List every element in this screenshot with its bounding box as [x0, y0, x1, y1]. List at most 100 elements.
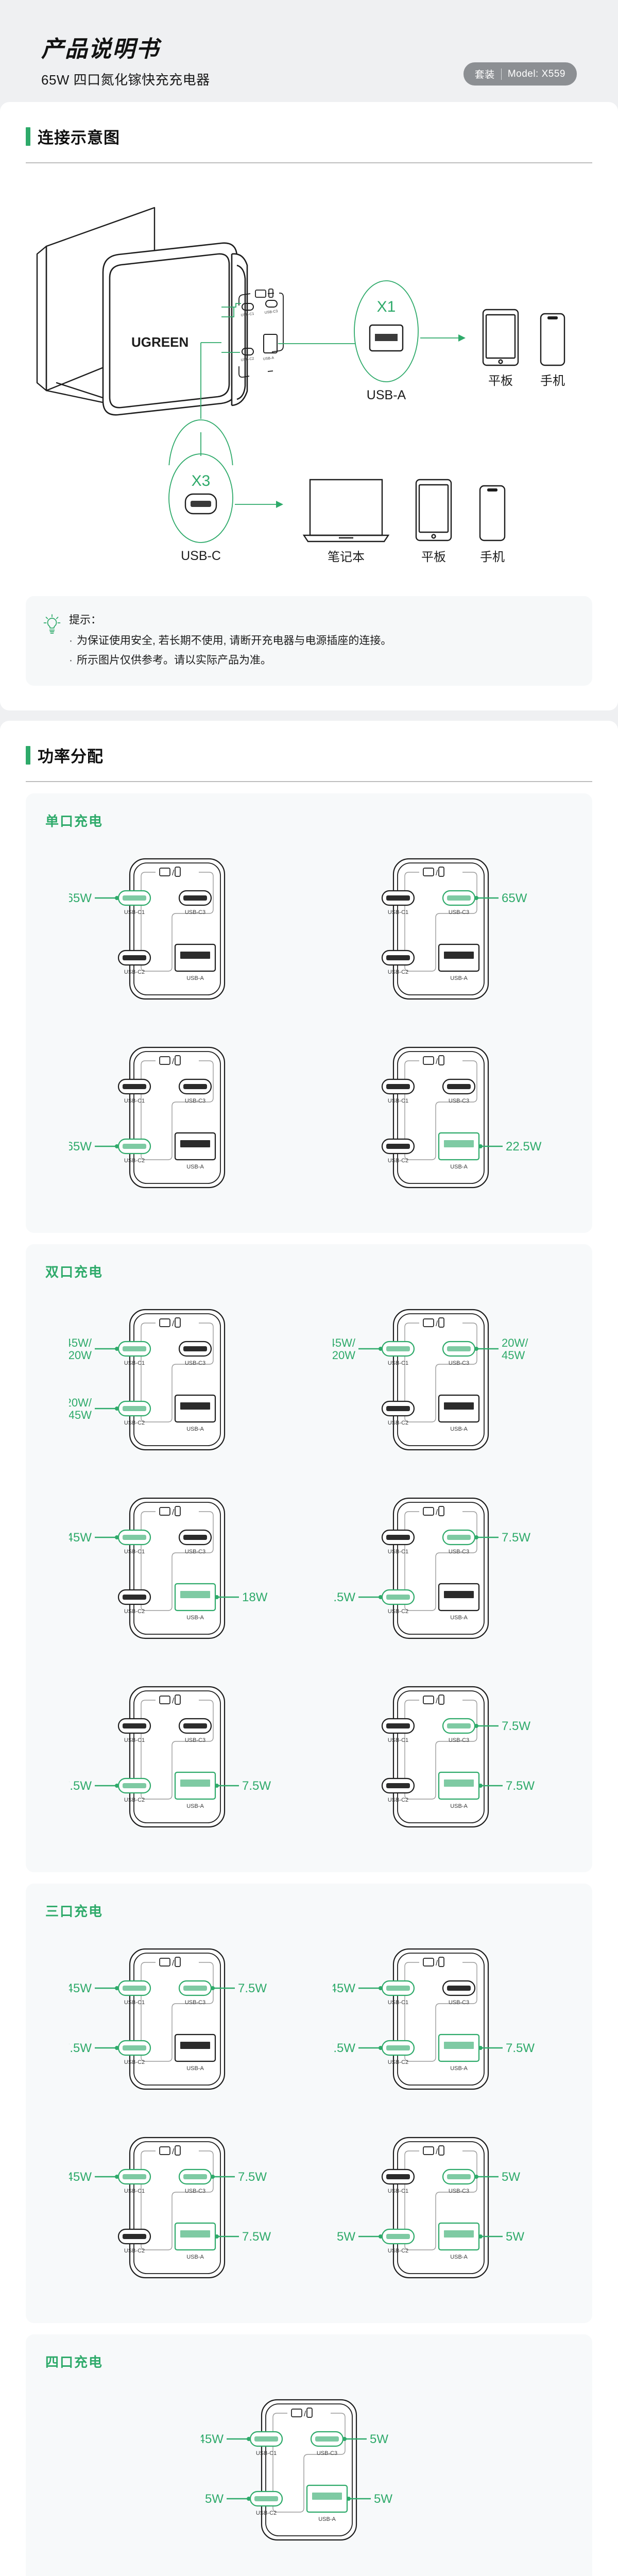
tip-item-text: 为保证使用安全, 若长期不使用, 请断开充电器与电源插座的连接。: [77, 635, 392, 647]
port-label: USB-C3: [185, 2188, 205, 2194]
power-section-header: 功率分配: [26, 743, 592, 767]
port-label: USB-C1: [388, 1999, 408, 2006]
power-group-title: 双口充电: [45, 1264, 104, 1280]
tablet-icon-2: [415, 479, 452, 541]
port-label: USB-A: [450, 1615, 468, 1621]
power-value: 22.5W: [506, 1140, 542, 1154]
power-value: 45W: [69, 1531, 92, 1545]
device-label-tablet-c: 平板: [421, 550, 446, 564]
port-label: USB-C1: [124, 1999, 145, 2006]
port-label: USB-C1: [124, 2188, 145, 2194]
power-value: 20W: [69, 1349, 92, 1362]
power-group-title: 四口充电: [45, 2354, 104, 2370]
power-value: 65W: [502, 891, 527, 905]
port-label: USB-C3: [185, 1360, 205, 1366]
power-value: 45W: [502, 1349, 525, 1362]
connection-section-title: 连接示意图: [38, 129, 120, 147]
page-header: 产品说明书 65W 四口氮化镓快充充电器 套装 Model: X559: [0, 0, 618, 102]
power-value: 7.5W: [502, 1531, 530, 1545]
port-label: USB-C3: [185, 1737, 205, 1743]
svg-text:/: /: [172, 1057, 175, 1066]
model-badge: 套装 Model: X559: [463, 62, 577, 86]
port-label: USB-C3: [449, 2188, 469, 2194]
port-label: USB-A: [186, 1615, 204, 1621]
port-label: USB-C2: [124, 969, 145, 975]
port-label: USB-C2: [388, 969, 408, 975]
usb-a-plug-icon: [369, 324, 404, 352]
port-label: USB-C2: [388, 1420, 408, 1426]
product-subtitle: 65W 四口氮化镓快充充电器: [41, 72, 210, 88]
port-label-usb-c2: USB-C2: [241, 357, 254, 362]
power-value: 5W: [374, 2492, 392, 2506]
port-label: USB-C1: [124, 1549, 145, 1555]
port-label: USB-C1: [388, 1549, 408, 1555]
port-label: USB-A: [450, 1426, 468, 1432]
port-label: USB-C3: [449, 1360, 469, 1366]
port-label: USB-C3: [185, 1999, 205, 2006]
usb-c-illustration: X3 USB-C 笔记本: [168, 432, 506, 564]
power-group: 双口充电/USB-C145W/20WUSB-C3USB-C220W/45WUSB…: [26, 1244, 592, 1873]
power-value: 5W: [502, 2170, 520, 2184]
tip-box: 提示： · 为保证使用安全, 若长期不使用, 请断开充电器与电源插座的连接。 ·…: [26, 596, 592, 686]
power-value: 45W/: [333, 1336, 356, 1349]
port-label: USB-C3: [449, 1999, 469, 2006]
port-label: USB-C1: [388, 1737, 408, 1743]
port-label: USB-C3: [449, 1098, 469, 1104]
port-label: USB-C3: [317, 2450, 337, 2456]
svg-text:/: /: [436, 1697, 438, 1705]
power-value: 7.5W: [238, 2170, 267, 2184]
port-label: USB-A: [186, 2065, 204, 2072]
power-value: 45W: [69, 1409, 92, 1421]
usb-c-count: X3: [192, 472, 211, 489]
power-value: 5W: [337, 2230, 355, 2244]
power-value: 7.5W: [238, 1981, 267, 1995]
svg-text:/: /: [172, 2147, 175, 2156]
header-titles: 产品说明书 65W 四口氮化镓快充充电器: [41, 35, 210, 89]
port-label: USB-C1: [256, 2450, 277, 2456]
device-label-laptop: 笔记本: [328, 550, 365, 564]
phone-icon-2: [479, 485, 506, 541]
power-value: 20W: [333, 1349, 355, 1362]
port-label: USB-A: [450, 975, 468, 981]
svg-text:/: /: [436, 1508, 438, 1517]
usb-a-type-label: USB-A: [367, 388, 406, 402]
port-label-usb-c3: USB-C3: [264, 310, 278, 315]
bullet-icon: ·: [69, 635, 73, 647]
port-label: USB-A: [186, 975, 204, 981]
port-label: USB-C1: [124, 909, 145, 916]
power-value: 45W: [201, 2432, 224, 2446]
port-label: USB-A: [450, 1803, 468, 1809]
port-label: USB-C3: [449, 1549, 469, 1555]
power-value: 45W: [333, 1981, 355, 1995]
port-label: USB-C2: [124, 1420, 145, 1426]
power-diagram-grid: /USB-C145W/20WUSB-C3USB-C220W/45WUSB-A/U…: [45, 1286, 573, 1852]
badge-divider: [501, 68, 502, 80]
port-label: USB-C1: [388, 909, 408, 916]
power-value: 65W: [69, 1140, 92, 1154]
device-label-phone-c: 手机: [480, 550, 505, 564]
power-group-title: 单口充电: [45, 814, 104, 829]
port-label: USB-A: [318, 2516, 336, 2522]
power-value: 7.5W: [242, 2230, 271, 2244]
port-label: USB-C2: [388, 2059, 408, 2065]
